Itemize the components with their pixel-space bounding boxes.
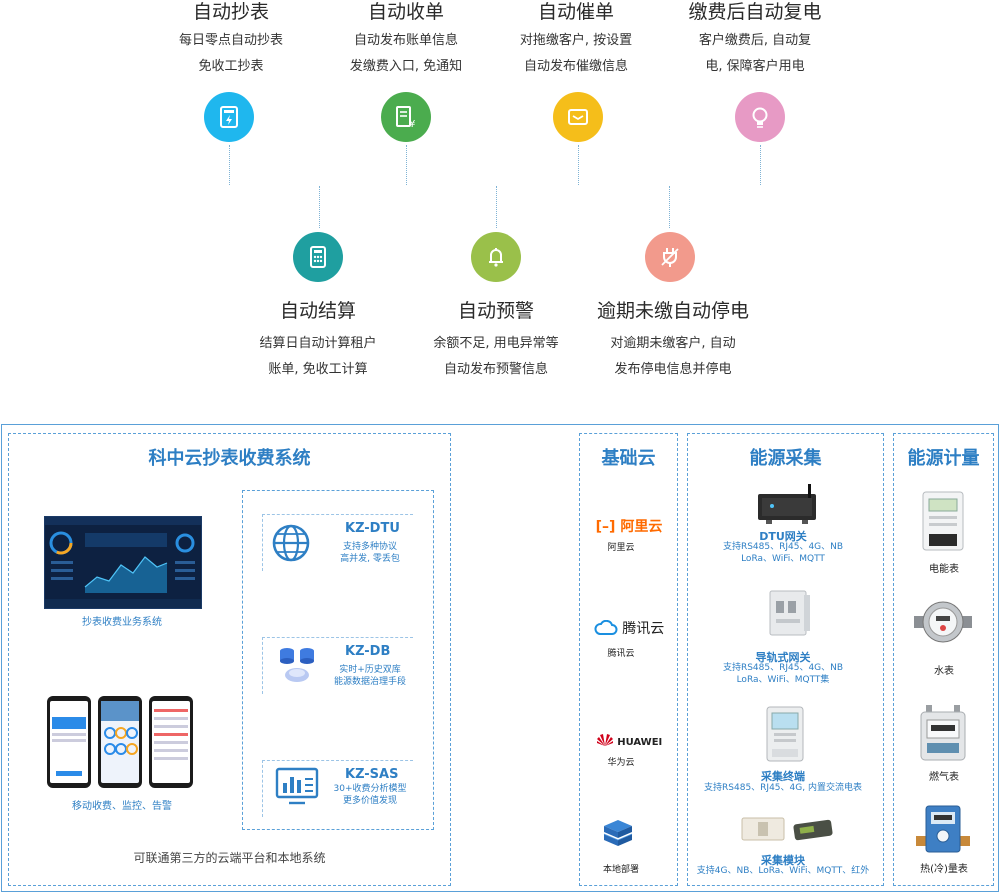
meter-icon xyxy=(204,92,254,142)
feature-title: 逾期未缴自动停电 xyxy=(596,300,749,322)
huawei-logo: HUAWEI xyxy=(586,733,672,748)
feature-desc: 结算日自动计算租户 账单, 免收工计算 xyxy=(259,336,377,377)
meter-label: 电能表 xyxy=(929,564,959,575)
collection-terminal-image xyxy=(764,705,806,767)
electricity-meter-image xyxy=(920,490,966,556)
collection-item-name: 导轨式网关 xyxy=(755,651,811,664)
feature-title: 自动预警 xyxy=(457,300,534,322)
water-meter-image xyxy=(912,596,974,656)
globe-icon xyxy=(271,523,311,567)
analytics-icon xyxy=(275,767,319,811)
meter-label: 热(冷)量表 xyxy=(920,864,968,875)
feature-auto-settlement: 自动结算 结算日自动计算租户 账单, 免收工计算 xyxy=(218,299,418,383)
system-title: 科中云抄表收费系统 xyxy=(148,448,311,469)
huawei-icon xyxy=(596,734,613,746)
database-icon xyxy=(275,642,319,690)
cloud-label: 本地部署 xyxy=(602,865,639,875)
collection-item-name: 采集模块 xyxy=(761,854,805,867)
cloud-title: 基础云 xyxy=(601,448,656,469)
feature-desc: 对拖缴客户, 按设置 自动发布催缴信息 xyxy=(519,33,633,74)
collection-module-image xyxy=(740,812,836,852)
collection-item-name: DTU网关 xyxy=(759,530,807,543)
dtu-gateway-image xyxy=(752,482,824,532)
cloud-label: 腾讯云 xyxy=(607,649,635,659)
feature-auto-alert: 自动预警 余额不足, 用电异常等 自动发布预警信息 xyxy=(396,299,596,383)
envelope-icon xyxy=(553,92,603,142)
product-name: KZ-DTU xyxy=(345,521,400,536)
bill-icon: ¥ xyxy=(381,92,431,142)
feature-auto-billing: 自动收单 自动发布账单信息 发缴费入口, 免通知 xyxy=(306,0,506,80)
product-name: KZ-DB xyxy=(345,644,391,659)
mobile-caption: 移动收费、监控、告警 xyxy=(72,801,172,812)
calculator-icon xyxy=(293,232,343,282)
product-name: KZ-SAS xyxy=(345,767,399,782)
meter-label: 水表 xyxy=(934,666,954,677)
bell-icon xyxy=(471,232,521,282)
metering-title: 能源计量 xyxy=(907,448,980,469)
feature-desc: 自动发布账单信息 发缴费入口, 免通知 xyxy=(349,33,463,74)
feature-desc: 对逾期未缴客户, 自动 发布停电信息并停电 xyxy=(610,336,736,377)
product-kz-db: KZ-DB 实时+历史双库 能源数据治理手段 xyxy=(262,637,413,694)
feature-title: 自动抄表 xyxy=(192,1,269,23)
feature-title: 缴费后自动复电 xyxy=(688,1,822,23)
feature-auto-meter-reading: 自动抄表 每日零点自动抄表 免收工抄表 xyxy=(131,0,331,80)
aliyun-logo: [–] 阿里云 xyxy=(595,519,663,535)
business-system-caption: 抄表收费业务系统 xyxy=(82,617,162,628)
mobile-screenshots xyxy=(46,695,194,789)
feature-desc: 客户缴费后, 自动复 电, 保障客户用电 xyxy=(698,33,812,74)
feature-auto-reconnect: 缴费后自动复电 客户缴费后, 自动复 电, 保障客户用电 xyxy=(655,0,855,80)
dashboard-screenshot xyxy=(44,516,202,609)
server-stack-icon xyxy=(598,814,638,858)
feature-title: 自动催单 xyxy=(537,1,614,23)
aliyun-icon: [–] xyxy=(595,519,616,535)
feature-auto-power-cut: 逾期未缴自动停电 对逾期未缴客户, 自动 发布停电信息并停电 xyxy=(573,299,773,383)
cloud-label: 华为云 xyxy=(607,758,635,768)
cloud-section xyxy=(579,433,678,886)
feature-desc: 余额不足, 用电异常等 自动发布预警信息 xyxy=(433,336,559,377)
feature-desc: 每日零点自动抄表 免收工抄表 xyxy=(178,33,283,74)
svg-text:¥: ¥ xyxy=(409,119,415,130)
feature-auto-reminder: 自动催单 对拖缴客户, 按设置 自动发布催缴信息 xyxy=(476,0,676,80)
power-off-icon xyxy=(645,232,695,282)
cloud-label: 阿里云 xyxy=(607,543,635,553)
products-box xyxy=(242,490,434,830)
meter-label: 燃气表 xyxy=(929,772,959,783)
heat-meter-image xyxy=(914,804,972,860)
product-kz-dtu: KZ-DTU 支持多种协议 高并发, 零丢包 xyxy=(262,514,413,571)
metering-section xyxy=(893,433,994,886)
tencent-cloud-logo: 腾讯云 xyxy=(586,618,672,638)
tencent-cloud-icon xyxy=(594,619,618,635)
system-footer: 可联通第三方的云端平台和本地系统 xyxy=(133,851,326,865)
product-kz-sas: KZ-SAS 30+收费分析模型 更多价值发现 xyxy=(262,760,413,817)
gas-meter-image xyxy=(918,703,968,767)
feature-title: 自动收单 xyxy=(367,1,444,23)
collection-title: 能源采集 xyxy=(749,448,822,469)
architecture-frame xyxy=(1,424,999,892)
din-rail-gateway-image xyxy=(766,587,812,643)
feature-title: 自动结算 xyxy=(279,300,356,322)
lightbulb-icon xyxy=(735,92,785,142)
collection-section xyxy=(687,433,884,886)
collection-item-name: 采集终端 xyxy=(761,770,805,783)
system-section xyxy=(8,433,451,886)
